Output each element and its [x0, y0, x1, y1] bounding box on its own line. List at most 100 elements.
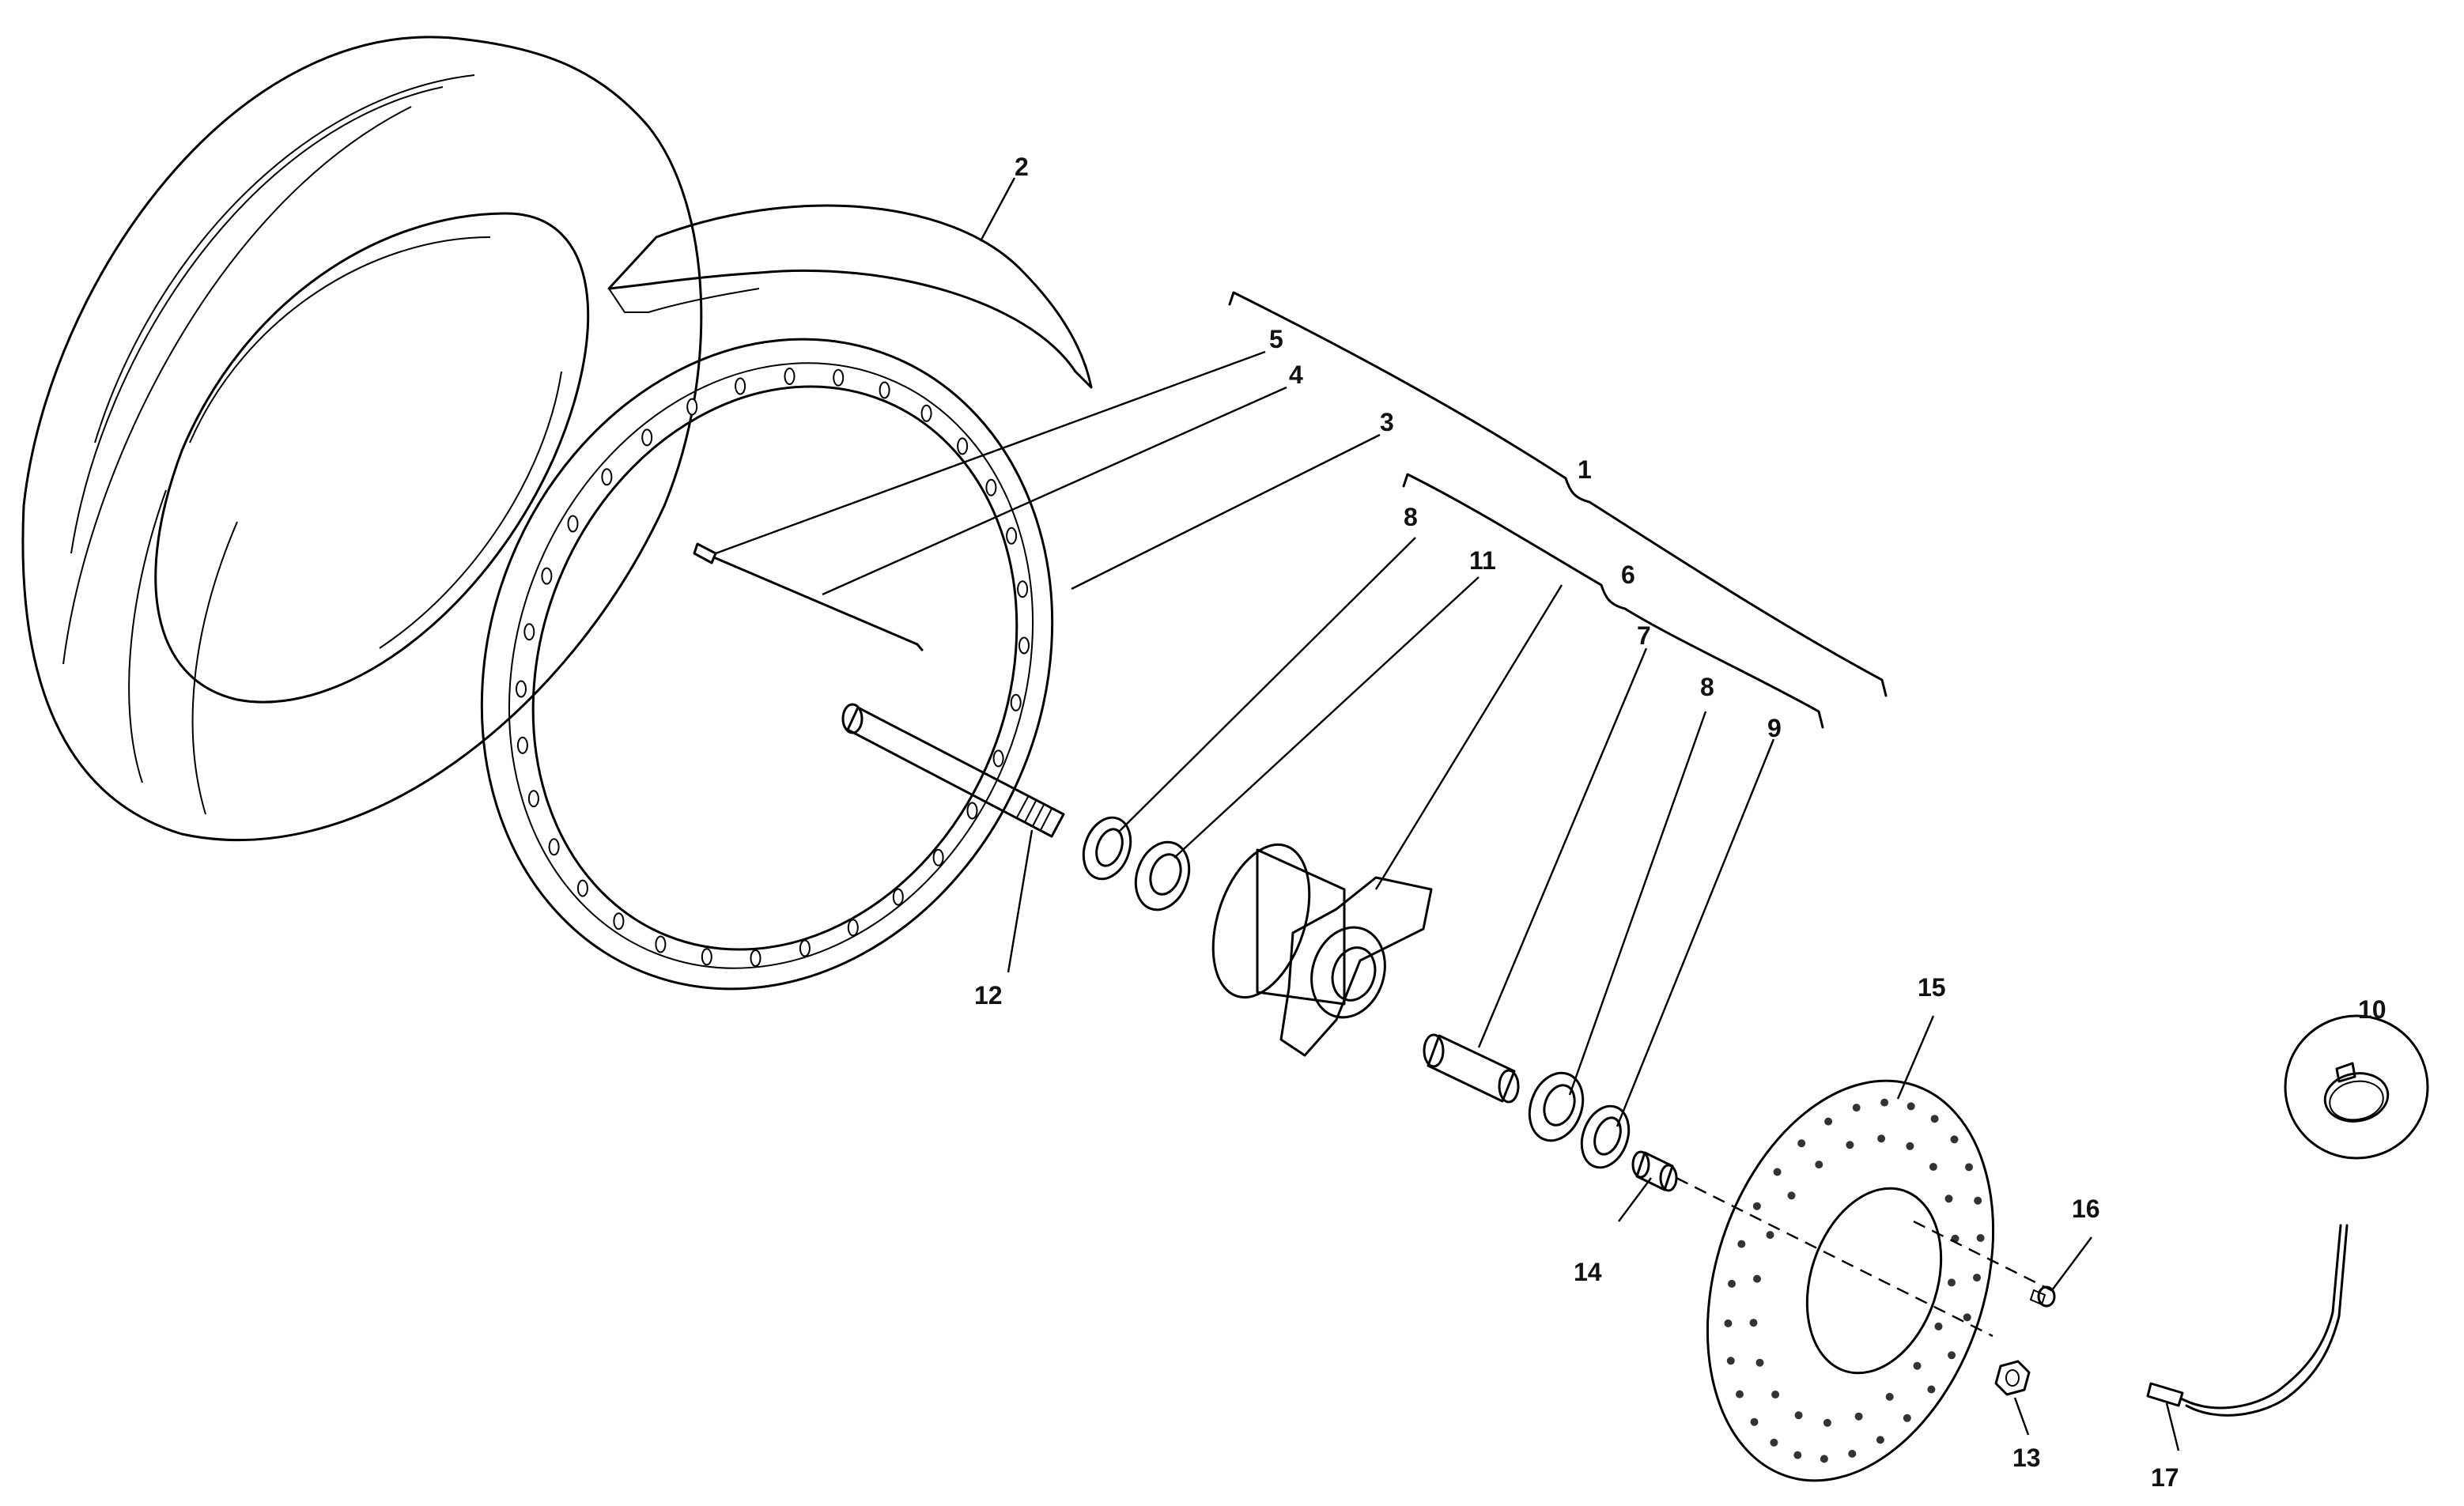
- brake-disc-hole: [1823, 1418, 1831, 1427]
- rim-spoke-hole: [833, 368, 845, 387]
- brake-disc: [1706, 1079, 1995, 1482]
- brake-disc-hole: [1750, 1417, 1759, 1426]
- hub-nut: [1994, 1360, 2031, 1396]
- rim-spoke-hole: [932, 848, 944, 866]
- brake-disc-hole: [1846, 1141, 1854, 1149]
- rim-spoke-hole: [750, 949, 761, 967]
- brake-disc-hole: [1973, 1274, 1981, 1282]
- rim-outer: [480, 338, 1054, 991]
- brake-disc-hole: [1930, 1115, 1939, 1123]
- rim: [480, 338, 1054, 991]
- rim-flange: [508, 362, 1034, 969]
- brake-disc-hole: [1728, 1279, 1736, 1288]
- brake-disc-hole: [1771, 1391, 1780, 1398]
- rim-spoke-hole: [541, 567, 553, 585]
- rim-spoke-hole: [613, 912, 625, 930]
- brake-disc-hole: [1724, 1319, 1733, 1327]
- brake-disc-hole: [1854, 1412, 1863, 1421]
- hub-spacer: [1423, 1033, 1520, 1104]
- brake-disc-hole: [1794, 1411, 1803, 1420]
- rim-spoke-hole: [1018, 636, 1030, 655]
- hub-disc-carrier: [1279, 876, 1433, 1057]
- wheel-hub: [1211, 843, 1433, 1057]
- tire-tread-line-2: [128, 489, 238, 815]
- brake-disc-hole: [1903, 1414, 1911, 1422]
- rim-spoke-hole: [516, 680, 527, 698]
- spoke: [714, 557, 924, 651]
- tire-tread-line-1: [62, 74, 475, 665]
- brake-disc-hole: [1927, 1385, 1936, 1394]
- rim-spoke-hole: [1017, 580, 1029, 598]
- brace-6: [1402, 473, 1824, 729]
- hub-flange-left: [1211, 843, 1311, 999]
- rim-spoke-hole: [784, 368, 796, 385]
- brake-disc-hole: [1752, 1202, 1761, 1210]
- hub-barrel: [1256, 848, 1346, 1006]
- rim-spoke-hole: [879, 381, 890, 399]
- rim-spoke-hole: [847, 919, 859, 937]
- rim-spoke-hole: [957, 437, 969, 455]
- brake-disc-hole: [1726, 1357, 1735, 1365]
- brake-disc-hole: [1797, 1139, 1806, 1148]
- rim-spoke-hole: [701, 948, 712, 966]
- brake-disc-hole: [1770, 1438, 1778, 1447]
- rim-spoke-holes: [516, 368, 1030, 967]
- brake-disc-hole: [1913, 1361, 1922, 1370]
- oil-seal-left: [1082, 816, 1132, 881]
- rim-spoke-hole: [567, 515, 579, 533]
- brake-disc-hole: [1737, 1240, 1746, 1248]
- brake-disc-hole: [1948, 1351, 1956, 1360]
- oil-seal-right: [1580, 1104, 1631, 1169]
- brake-disc-hole: [1753, 1274, 1761, 1283]
- brake-disc-hole: [1736, 1390, 1744, 1398]
- speed-sensor: [2146, 1224, 2349, 1417]
- brake-disc-hole: [1906, 1142, 1914, 1150]
- rim-spoke-hole: [601, 468, 613, 486]
- callout-7: 7: [1637, 621, 1651, 650]
- brake-disc-hole: [1907, 1102, 1915, 1111]
- leader-lines: [715, 177, 2180, 1451]
- outer-spacer: [1631, 1150, 1678, 1192]
- brake-disc-hole: [1749, 1319, 1758, 1327]
- brake-disc-holes: [1724, 1098, 1985, 1463]
- brake-disc-hole: [1965, 1163, 1973, 1172]
- callout-labels: 1 2 3 4 5 6 7 8 8 9 10 11 12 13 14 15 16…: [974, 153, 2387, 1492]
- rim-spoke-hole: [799, 939, 811, 957]
- bearing-left: [1134, 840, 1191, 912]
- callout-15: 15: [1918, 973, 1946, 1002]
- rim-spoke-hole: [686, 398, 698, 416]
- brake-disc-hole: [1877, 1134, 1886, 1143]
- rim-spoke-hole: [523, 623, 535, 641]
- rim-spoke-hole: [1010, 693, 1022, 711]
- rim-spoke-hole: [655, 935, 667, 953]
- rim-tape-body: [607, 204, 1093, 389]
- brake-disc-hole: [1929, 1163, 1937, 1171]
- disc-screw: [2029, 1285, 2056, 1308]
- brake-disc-hole: [1974, 1196, 1982, 1205]
- brake-disc-hole: [1976, 1234, 1985, 1242]
- rim-spoke-hole: [892, 888, 904, 906]
- rim-spoke-hole: [576, 879, 588, 897]
- brake-disc-hole: [1848, 1449, 1857, 1458]
- callout-14: 14: [1574, 1258, 1602, 1286]
- wheel-axle: [841, 703, 1065, 838]
- rim-inner: [531, 385, 1018, 951]
- assembly-axis: [1676, 1176, 1993, 1338]
- tire: [21, 36, 703, 842]
- brake-disc-hole: [1948, 1278, 1956, 1287]
- brake-disc-hole: [1773, 1168, 1782, 1176]
- callout-17: 17: [2151, 1463, 2179, 1492]
- spoke-nipple: [693, 542, 717, 564]
- brake-disc-hole: [1815, 1161, 1823, 1169]
- callout-5: 5: [1269, 325, 1283, 353]
- tire-inner-sidewall: [189, 236, 562, 649]
- rim-spoke-hole: [985, 478, 997, 496]
- brake-disc-hole: [1824, 1117, 1833, 1126]
- clamp-inset: [2284, 1014, 2429, 1160]
- bearing-right: [1528, 1071, 1585, 1142]
- brake-disc-hole: [1880, 1098, 1889, 1107]
- rim-spoke-hole: [966, 802, 978, 820]
- callout-4: 4: [1289, 360, 1303, 389]
- brake-disc-hole: [1950, 1135, 1959, 1144]
- brake-disc-hole: [1944, 1195, 1953, 1203]
